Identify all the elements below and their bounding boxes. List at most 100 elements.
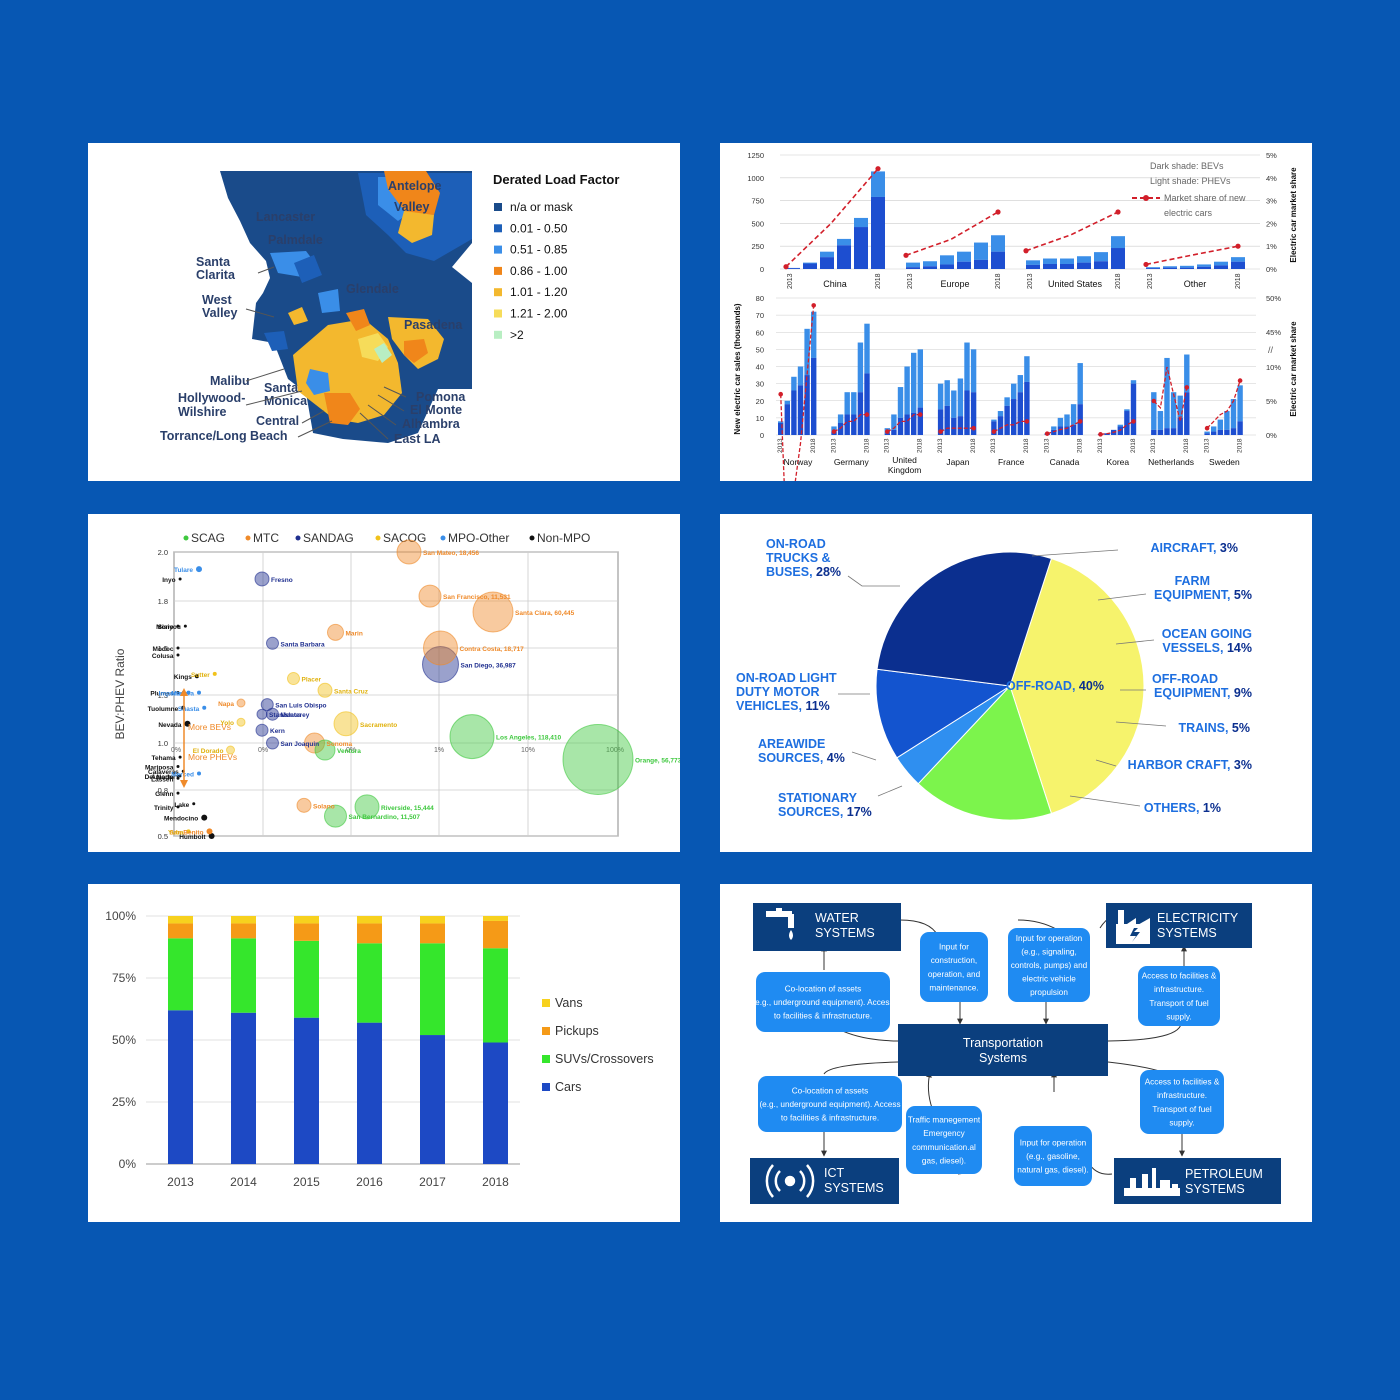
faucet-icon xyxy=(766,908,794,940)
stacked-bar-segment xyxy=(294,940,319,1018)
bev-bar xyxy=(1184,392,1190,435)
share-dot xyxy=(903,252,909,258)
legend-swatch xyxy=(542,1083,550,1091)
scatter-point xyxy=(186,690,191,695)
share-dot xyxy=(811,303,816,308)
phev-bar xyxy=(791,376,797,391)
scatter-point-label: Plumas xyxy=(150,691,174,698)
bev-bar xyxy=(970,392,977,435)
phev-bar xyxy=(851,392,857,415)
scatter-point-label: San Mateo, 18,456 xyxy=(423,550,479,557)
share-dot xyxy=(995,209,1001,215)
bev-bar xyxy=(1060,263,1074,269)
legend-swatch xyxy=(494,288,502,297)
phev-bar xyxy=(917,349,923,408)
year-label: 2013 xyxy=(884,438,891,453)
note-bubble xyxy=(758,1076,902,1132)
bev-bar xyxy=(891,429,897,435)
water-systems-box[interactable]: WATER SYSTEMS xyxy=(753,903,901,951)
note-text-line: Input for operation xyxy=(1016,934,1083,943)
electricity-systems-box[interactable]: ELECTRICITY SYSTEMS xyxy=(1106,903,1252,948)
bev-bar xyxy=(778,423,784,435)
phev-bar xyxy=(944,380,950,406)
scatter-point-label: Santa Clara, 60,445 xyxy=(515,610,575,617)
map-region-labels: Antelope Valley Lancaster Palmdale Santa… xyxy=(160,179,466,446)
bev-bar xyxy=(951,417,957,435)
note-water-colocation: Co-location of assets(e.g., underground … xyxy=(752,972,894,1032)
bev-bar xyxy=(944,405,950,435)
scatter-point-label: Sisiyou xyxy=(158,624,181,631)
phev-bar xyxy=(1230,399,1237,429)
scatter-point-label: Ventura xyxy=(337,748,361,755)
y-tick-label: 1.5 xyxy=(158,644,168,653)
year-label: 2018 xyxy=(1023,438,1030,453)
petroleum-systems-line1: PETROLEUM xyxy=(1185,1167,1263,1181)
label-el-monte: El Monte xyxy=(410,403,462,417)
scatter-point-label: Amador xyxy=(151,774,176,781)
y2-tick-label: 50% xyxy=(1266,294,1281,303)
country-label: Germany xyxy=(834,457,870,467)
scatter-point-label: Sutter xyxy=(191,672,210,679)
country-label: Kingdom xyxy=(888,465,922,475)
legend-label: Non-MPO xyxy=(537,531,590,545)
bev-bar xyxy=(1111,248,1125,269)
stacked-bar-segment xyxy=(294,916,319,924)
year-label: 2018 xyxy=(1235,273,1242,289)
label-antelope-valley: Valley xyxy=(394,200,429,214)
bev-bar xyxy=(1026,264,1040,269)
note-text-line: gas, diesel). xyxy=(922,1156,966,1165)
y2-tick-label: 3% xyxy=(1266,197,1277,206)
bev-bar xyxy=(1177,417,1183,435)
stacked-grid: 0%25%50%75%100% xyxy=(105,909,520,1171)
svg-text:ICT SYSTEMS: ICT SYSTEMS xyxy=(824,1166,884,1195)
legend-swatch xyxy=(494,330,502,339)
y-tick-label: 60 xyxy=(756,328,764,337)
y-tick-label: 500 xyxy=(751,219,764,228)
scatter-point xyxy=(176,691,180,695)
phev-bar xyxy=(1197,264,1211,267)
legend-swatch xyxy=(494,245,502,254)
scatter-point xyxy=(396,539,422,565)
label-palmdale: Palmdale xyxy=(268,233,323,247)
note-text-line: operation, and xyxy=(928,970,981,979)
country-label: Japan xyxy=(946,457,969,467)
bev-bar xyxy=(1214,265,1228,269)
note-text-line: infrastructure. xyxy=(1154,985,1204,994)
scatter-point xyxy=(176,653,180,657)
scatter-point xyxy=(186,829,191,834)
phev-bar xyxy=(778,421,784,424)
stacked-bar-segment xyxy=(420,923,445,944)
phev-bar xyxy=(820,251,834,258)
note-text-line: controls, pumps) and xyxy=(1011,961,1088,970)
x-tick-label: 0% xyxy=(171,747,181,754)
phev-bar xyxy=(784,400,790,405)
stacked-bar-segment xyxy=(357,943,382,1023)
scatter-point xyxy=(422,645,459,683)
y-tick-label: 20 xyxy=(756,397,764,406)
ict-systems-box[interactable]: ICT SYSTEMS xyxy=(750,1158,899,1204)
country-label: Netherlands xyxy=(1148,457,1194,467)
label-santa-monica-2: Monica xyxy=(264,394,308,408)
share-dot xyxy=(1237,378,1243,383)
stacked-bar-segment xyxy=(483,920,508,949)
scatter-point xyxy=(176,774,180,778)
petroleum-systems-line2: SYSTEMS xyxy=(1185,1182,1245,1196)
bev-bar xyxy=(897,417,904,435)
map-shape xyxy=(220,171,472,443)
bev-bar xyxy=(1211,431,1217,435)
phev-bar xyxy=(837,414,844,424)
petroleum-systems-box[interactable]: PETROLEUM SYSTEMS xyxy=(1114,1158,1281,1204)
pie-slice xyxy=(876,551,1053,687)
phev-bar xyxy=(854,217,868,228)
bev-bar xyxy=(957,416,964,435)
bev-bar xyxy=(906,267,920,269)
phev-bar xyxy=(1170,392,1177,429)
phev-bar xyxy=(1231,257,1245,262)
scatter-annotation: More BEVs More PHEVs xyxy=(180,688,237,788)
share-dot xyxy=(1044,431,1050,436)
bev-bar xyxy=(851,414,857,435)
